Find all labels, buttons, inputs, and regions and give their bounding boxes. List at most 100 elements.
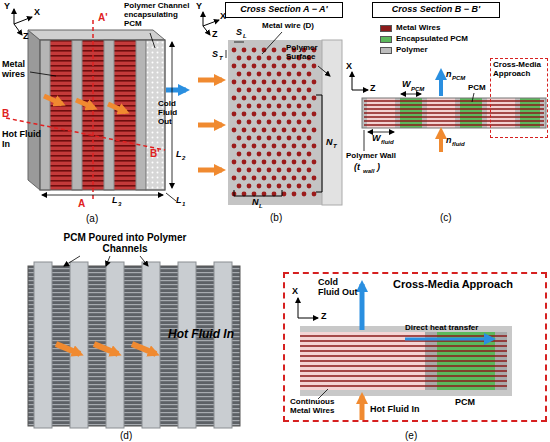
dimension-line (401, 94, 421, 95)
panel-c (352, 72, 546, 152)
metal-wire-dot (262, 96, 267, 101)
metal-wire-dot (272, 112, 277, 117)
metal-wire-dot (292, 96, 297, 101)
metal-wire-dot (232, 128, 237, 133)
metal-wire-dot (287, 152, 292, 157)
dimension-label: n (446, 136, 452, 146)
box-outline (40, 40, 165, 190)
metal-wire-dot (237, 72, 242, 77)
metal-wire-dot (252, 80, 257, 85)
metal-wire (364, 112, 544, 113)
metal-wire-dot (252, 64, 257, 69)
metal-wire-dot (287, 168, 292, 173)
metal-wire-dot (277, 56, 282, 61)
leader-line (262, 32, 282, 54)
metal-wire-dot (247, 104, 252, 109)
axis-line (14, 9, 15, 24)
metal-wire-dot (282, 48, 287, 53)
metal-wire-dot (262, 160, 267, 165)
legend-swatch (380, 25, 392, 32)
exchanger-photo (28, 266, 240, 426)
dimension-label: L (176, 150, 182, 160)
metal-wire (300, 335, 507, 337)
metal-wire-dot (282, 80, 287, 85)
hot-flow-arrow (132, 344, 156, 354)
cross-section-block (228, 40, 322, 205)
axis-label: Z (23, 32, 29, 42)
metal-wire (364, 100, 544, 101)
metal-wire-dot (252, 144, 257, 149)
legend-text: Polymer (396, 46, 428, 55)
metal-wire-dot (272, 128, 277, 133)
metal-wire-dot (232, 48, 237, 53)
node-title: Cross-Media Approach (493, 61, 547, 79)
metal-wire-dot (242, 112, 247, 117)
metal-wire-dot (297, 88, 302, 93)
axis-line (203, 20, 219, 26)
axis-line (298, 318, 318, 319)
leader-line (106, 256, 110, 266)
subscript: L (243, 33, 247, 40)
metal-wire (364, 104, 544, 105)
metal-wire-dot (312, 192, 317, 197)
metal-wire-dot (272, 144, 277, 149)
metal-wire-dot (282, 144, 287, 149)
metal-wire-dot (242, 128, 247, 133)
metal-wire-dot (237, 184, 242, 189)
legend-text: Metal Wires (396, 24, 440, 33)
panel-d (28, 256, 240, 428)
hot-flow-arrow (76, 100, 94, 108)
subscript: fluid (452, 141, 465, 148)
legend-swatch (380, 36, 392, 43)
metal-wires (300, 336, 507, 386)
metal-wire (364, 116, 544, 117)
part-label: Metal wires (2, 60, 38, 80)
metal-wire-dot (247, 136, 252, 141)
metal-wire-dot (252, 112, 257, 117)
polymer-channel (136, 40, 146, 190)
part-label: Polymer Channel encapsulating PCM (124, 2, 190, 28)
axis-label: X (220, 12, 226, 22)
metal-wire-dot (282, 176, 287, 181)
metal-wire-dot (237, 56, 242, 61)
panel-label: (e) (405, 430, 417, 441)
metal-wire-dot (277, 104, 282, 109)
polymer-channel (40, 40, 50, 190)
metal-wire-dot (307, 136, 312, 141)
metal-wire-dot (312, 128, 317, 133)
metal-wire-dot (287, 104, 292, 109)
metal-wire-dot (242, 96, 247, 101)
metal-wire-dot (307, 104, 312, 109)
metal-wire-dot (247, 72, 252, 77)
section-marker: A (78, 198, 85, 209)
metal-wire-dot (267, 152, 272, 157)
axis-line (298, 298, 299, 318)
metal-wire-dot (232, 112, 237, 117)
metal-wire-dot (292, 80, 297, 85)
metal-wire-dot (302, 80, 307, 85)
metal-wire-dot (267, 184, 272, 189)
axis-label: X (292, 287, 298, 297)
metal-wire-dot (312, 144, 317, 149)
metal-wire-dot (287, 88, 292, 93)
metal-wire-dot (272, 96, 277, 101)
metal-wire-dot (312, 64, 317, 69)
subscript: 1 (182, 201, 185, 208)
subscript: 2 (182, 155, 185, 162)
metal-wire-dot (267, 136, 272, 141)
metal-wire-dot (237, 136, 242, 141)
metal-wire-dot (297, 120, 302, 125)
dimension-label: W (402, 80, 411, 90)
axis-line (203, 12, 204, 26)
polymer-surface (322, 40, 342, 205)
hot-flow-arrow (198, 123, 222, 128)
metal-wire-dot (277, 184, 282, 189)
polymer-channel (34, 262, 52, 428)
metal-wire-dot (297, 104, 302, 109)
metal-wire-dot (312, 160, 317, 165)
metal-wire-dot (232, 176, 237, 181)
metal-wire-dot (302, 144, 307, 149)
metal-wire-dot (232, 160, 237, 165)
flow-label: Cold Fluid Out (318, 278, 358, 298)
